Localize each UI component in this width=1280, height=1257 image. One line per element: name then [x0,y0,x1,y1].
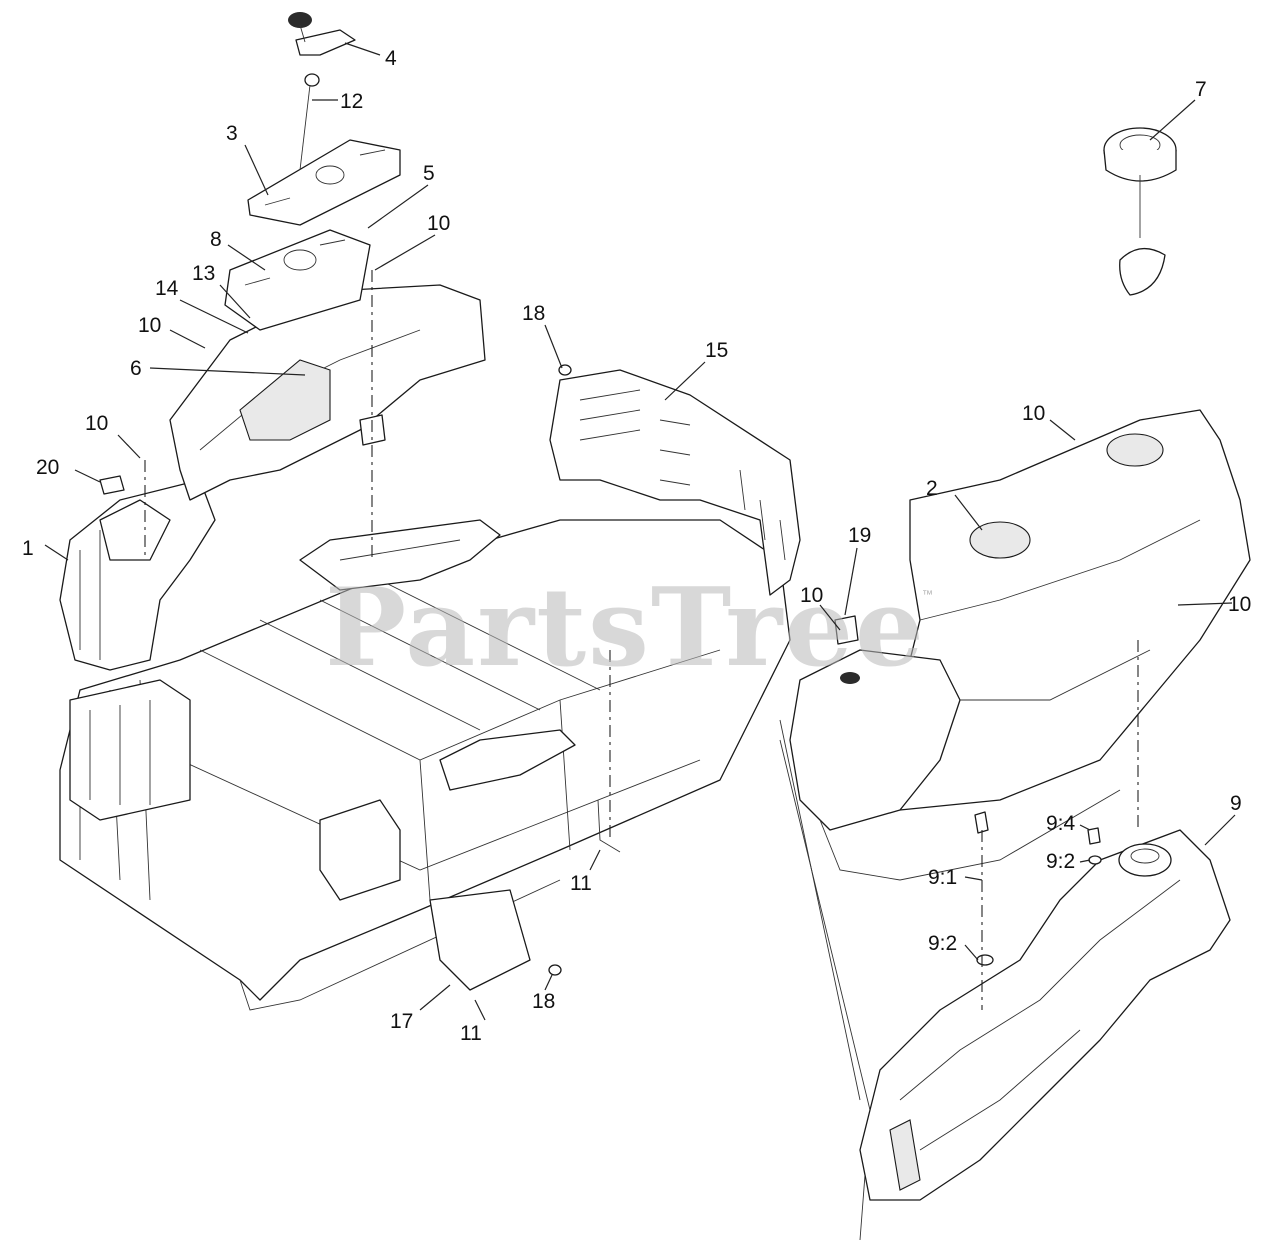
callout-10-right-top: 10 [1022,402,1045,425]
callout-7: 7 [1195,78,1207,101]
callout-9-2-lower: 9:2 [928,932,957,955]
callout-18-bottom: 18 [532,990,555,1013]
callout-10-console: 10 [800,584,823,607]
part-4-knob [288,12,356,56]
callout-12: 12 [340,90,363,113]
callout-13: 13 [192,262,215,285]
callout-11-center: 11 [570,872,592,895]
watermark-trademark: ™ [922,589,933,601]
callout-14: 14 [155,277,179,300]
part-1-left-fender [59,284,486,671]
callout-10-right: 10 [1228,593,1251,616]
callout-8: 8 [210,228,222,251]
callout-9-2-upper: 9:2 [1046,850,1075,873]
callout-10-left: 10 [138,314,161,337]
part-9-fuel-tank [859,829,1231,1201]
part-12-pin [299,73,320,171]
chassis-frame [59,519,871,1241]
leader-lines [44,42,1236,1021]
callout-3: 3 [226,122,238,145]
callout-2: 2 [926,477,938,500]
callout-4: 4 [385,47,397,70]
callout-10-top: 10 [427,212,450,235]
callout-5: 5 [423,162,435,185]
callout-15: 15 [705,339,728,362]
watermark: PartsTree [325,565,926,691]
callout-6: 6 [130,357,142,380]
callout-11-bottom: 11 [460,1022,482,1045]
callout-20: 20 [36,456,59,479]
callout-9-1: 9:1 [928,866,957,889]
part-2-right-fender [789,409,1251,881]
callout-10-fender: 10 [85,412,108,435]
callout-18-top: 18 [522,302,545,325]
hardware [99,364,1102,991]
callout-19: 19 [848,524,871,547]
callout-9-4: 9:4 [1046,812,1076,835]
callout-1: 1 [22,537,34,560]
part-3-plate [247,139,401,226]
part-15-shield [549,369,801,596]
callout-17: 17 [390,1010,413,1033]
callout-labels: 4 12 3 5 8 10 13 14 10 6 10 20 1 18 15 1… [22,47,1251,1045]
part-8-panel [224,229,371,331]
center-lines [144,270,1139,1010]
callout-9: 9 [1230,792,1242,815]
part-7-cap [1103,127,1177,296]
